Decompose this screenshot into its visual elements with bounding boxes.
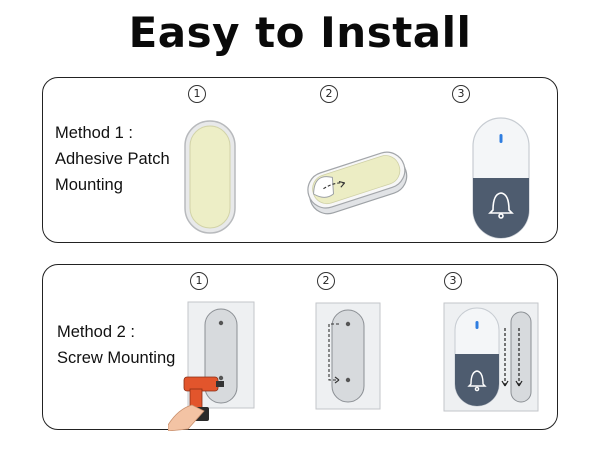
- method-1-label-line-3: Mounting: [55, 176, 123, 194]
- method-1-label-line-2: Adhesive Patch: [55, 150, 170, 168]
- method-1-step-2-number: 2: [320, 85, 338, 103]
- page-title: Easy to Install: [128, 8, 472, 57]
- led-indicator-icon: [499, 134, 503, 143]
- bell-icon: [488, 192, 514, 219]
- method-1-label: Method 1 : Adhesive Patch Mounting: [55, 120, 170, 198]
- adhesive-patch-image: [184, 120, 236, 234]
- doorbell-mounted-image: [471, 116, 531, 240]
- method-2-step-3-number: 3: [444, 272, 462, 290]
- method-2-step-1-number: 1: [190, 272, 208, 290]
- method-2-label-line-2: Screw Mounting: [57, 349, 176, 367]
- method-1-step-1-number: 1: [188, 85, 206, 103]
- drill-screws-image: [168, 301, 256, 431]
- bell-icon: [467, 370, 487, 392]
- slide-doorbell-image: [443, 302, 539, 412]
- method-1-step-3-number: 3: [452, 85, 470, 103]
- method-2-label: Method 2 : Screw Mounting: [57, 319, 175, 371]
- method-1-panel: Method 1 : Adhesive Patch Mounting 1 2 3: [42, 77, 558, 243]
- peel-backing-image: [301, 146, 413, 218]
- method-2-label-line-1: Method 2 :: [57, 323, 135, 341]
- drill-icon: [168, 376, 224, 431]
- method-2-step-2-number: 2: [317, 272, 335, 290]
- method-1-label-line-1: Method 1 :: [55, 124, 133, 142]
- mount-on-screws-image: [315, 302, 381, 410]
- method-2-panel: Method 2 : Screw Mounting 1 2 3: [42, 264, 558, 431]
